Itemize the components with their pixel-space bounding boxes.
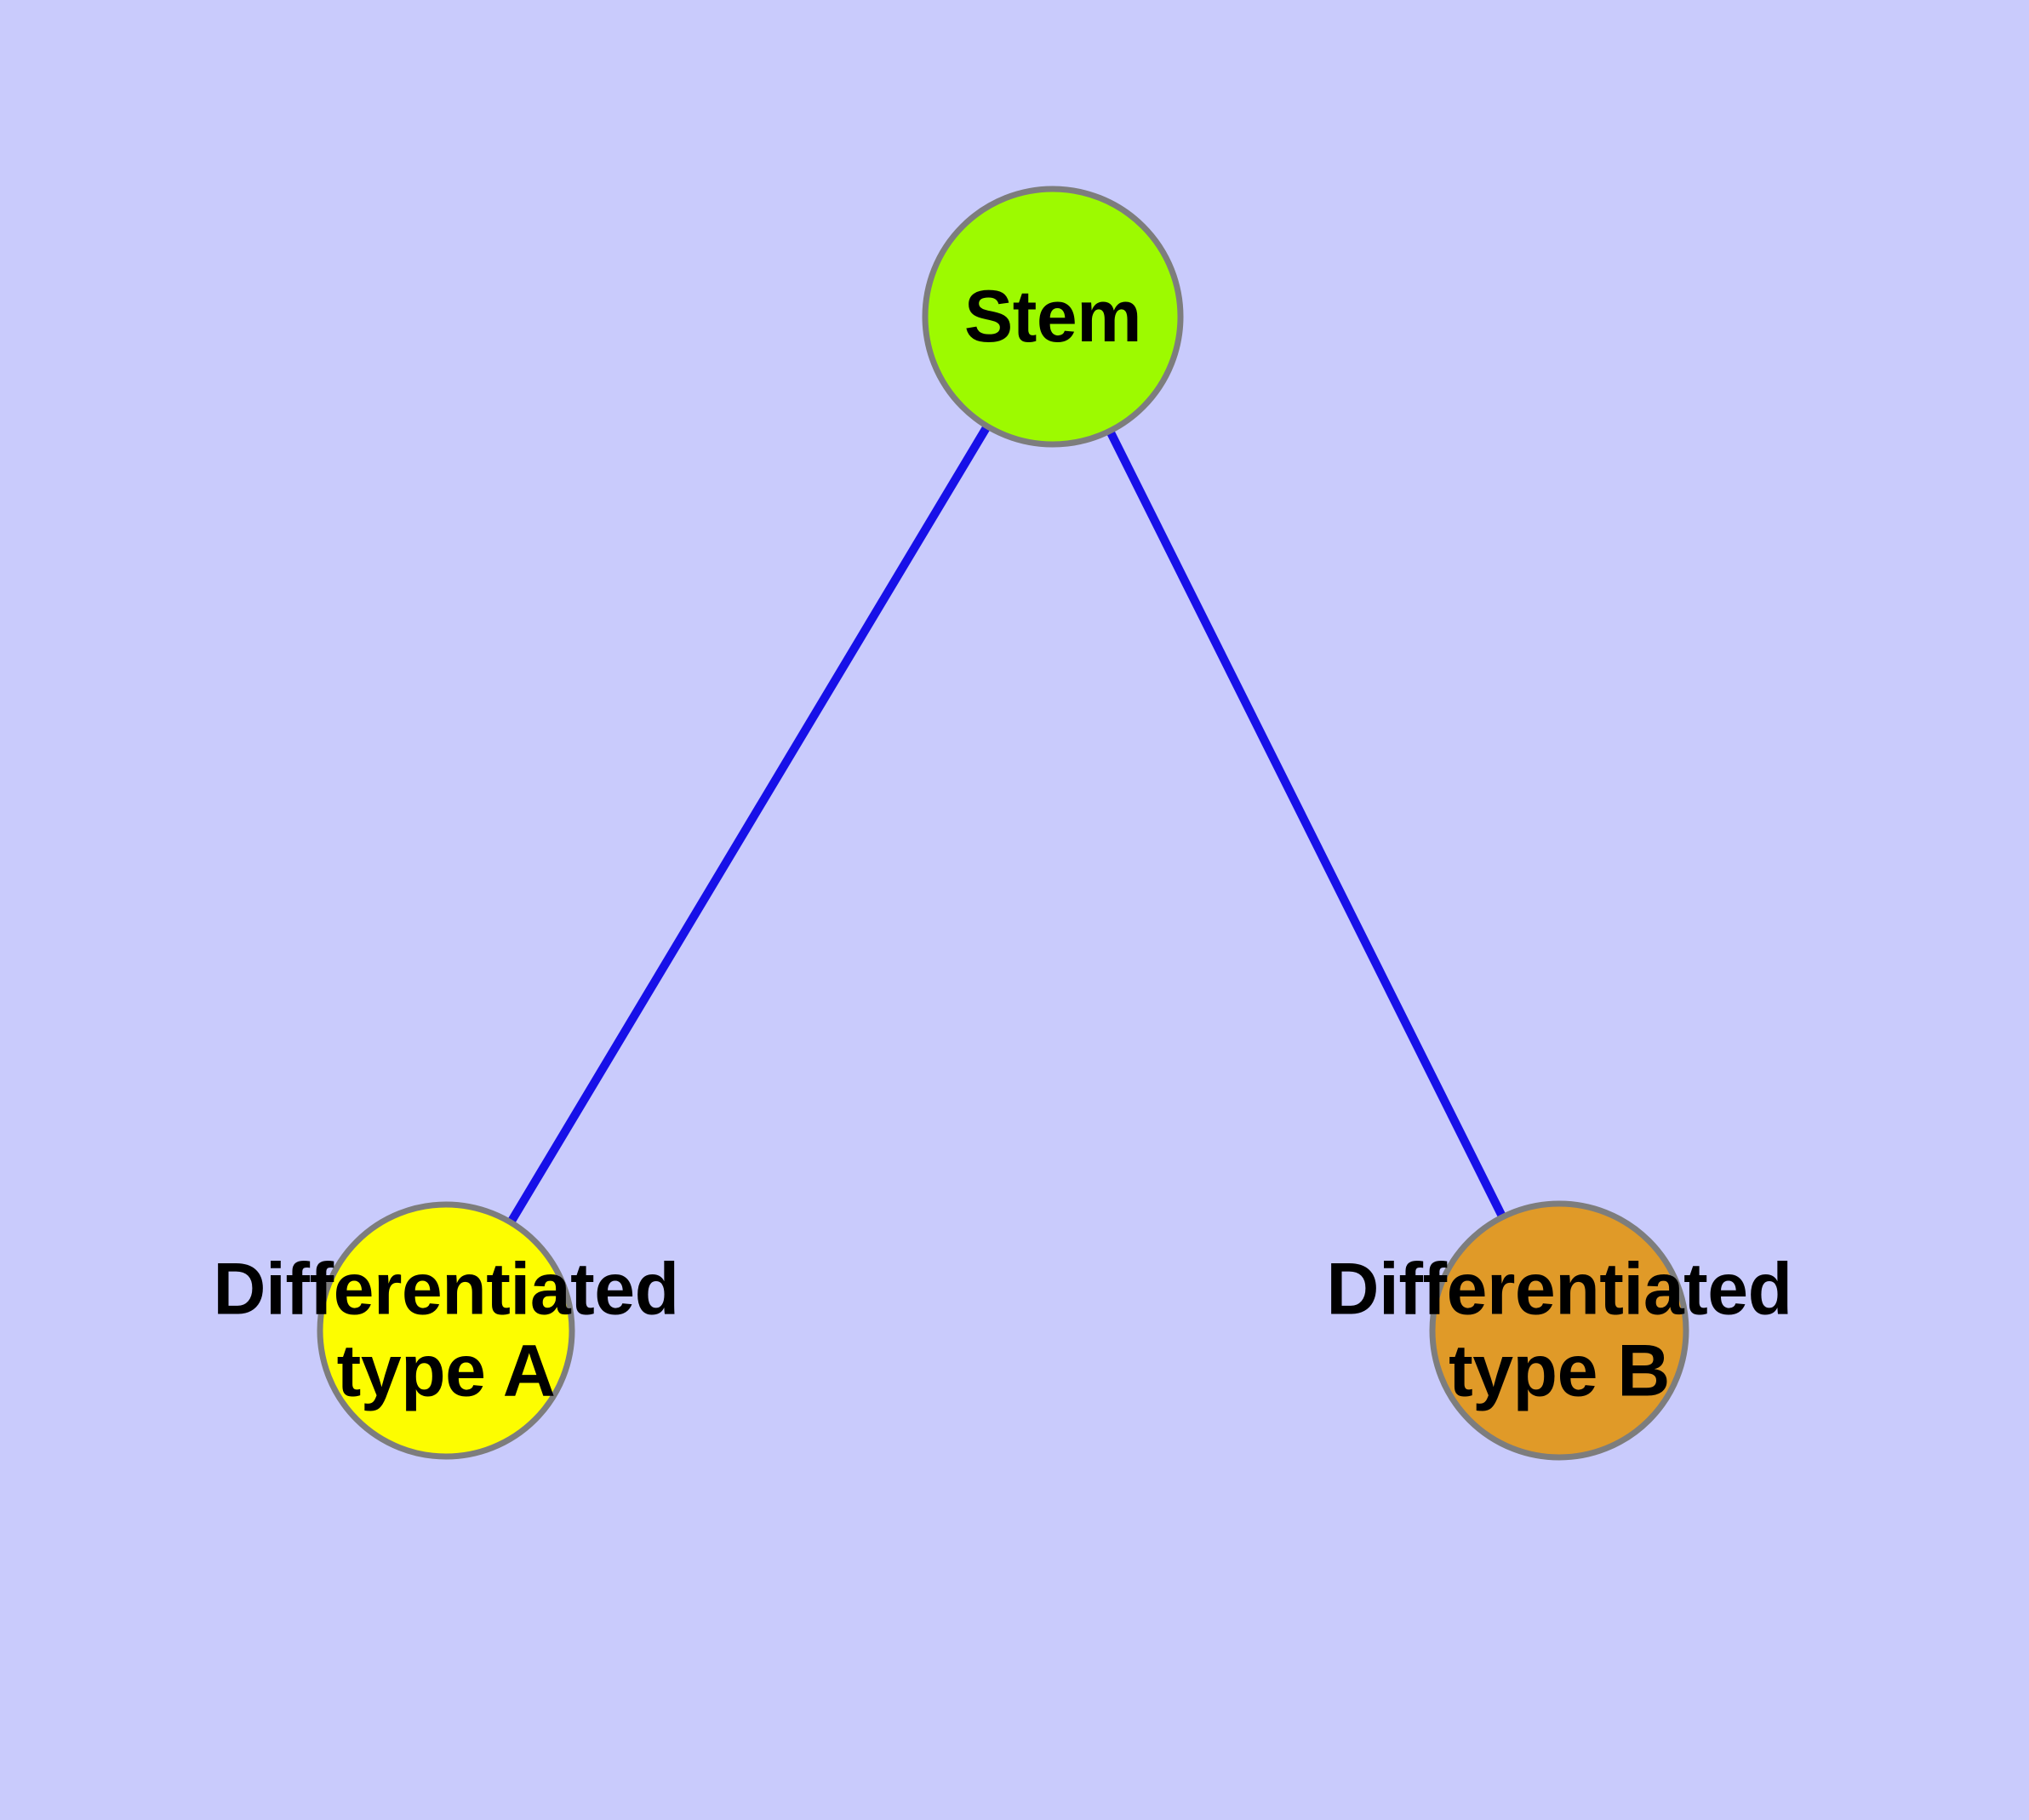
graph-edge-stem-to-b[interactable]: [1049, 314, 1563, 1333]
edge-layer: [442, 314, 1563, 1333]
graph-edge-stem-to-a[interactable]: [442, 314, 1057, 1333]
graph-node-diff-a[interactable]: [317, 1201, 575, 1460]
graph-node-stem[interactable]: [922, 186, 1184, 448]
graph-node-diff-b[interactable]: [1429, 1200, 1689, 1461]
node-layer: [317, 186, 1689, 1461]
